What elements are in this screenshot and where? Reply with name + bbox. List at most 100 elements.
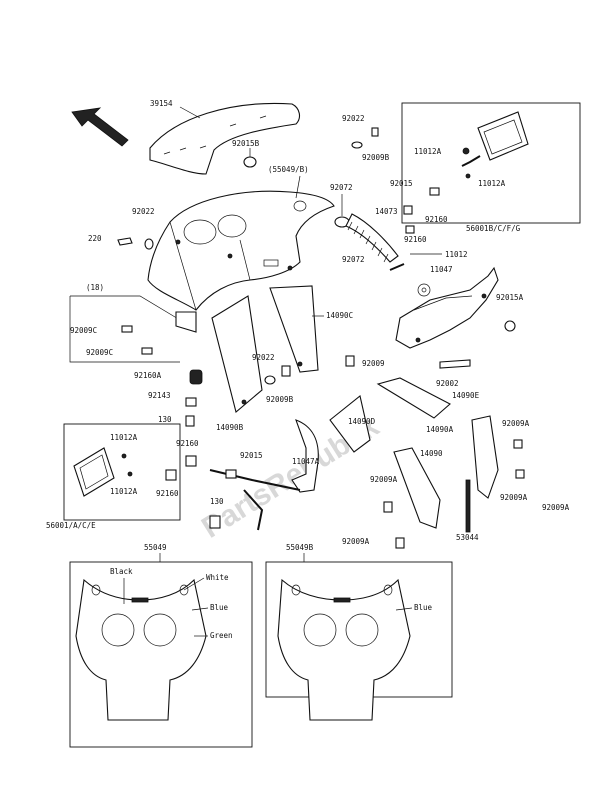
label-92009c-2: 92009C [86, 348, 113, 357]
stay-bracket-11047 [395, 266, 499, 349]
label-92009c-1: 92009C [70, 326, 97, 335]
panel-14090d [329, 395, 371, 453]
upper-cowl [147, 190, 335, 311]
bolt-130-a [185, 415, 195, 427]
duct-hose-14073 [345, 213, 399, 263]
panel-14090a [471, 415, 499, 499]
label-56001-a: 56001/A/C/E [46, 521, 96, 530]
label-92022-left: 92022 [132, 207, 155, 216]
label-92160-a: 92160 [425, 215, 448, 224]
label-18: (18) [86, 283, 104, 292]
label-92009a-3: 92009A [370, 475, 398, 484]
label-14073: 14073 [375, 207, 398, 216]
mirror-56001b [461, 111, 529, 179]
screw-92009a-4 [395, 537, 405, 549]
cowl-55049b [277, 578, 411, 721]
grommet-92015-mid [225, 469, 237, 479]
label-14090c: 14090C [326, 311, 353, 320]
label-92009b-top: 92009B [362, 153, 390, 162]
panel-14090 [393, 447, 441, 529]
bolt-130-b [209, 515, 221, 529]
label-55049b: 55049B [286, 543, 314, 552]
label-92160-d: 92160 [156, 489, 179, 498]
color-label-green: Green [210, 631, 233, 640]
label-53044: 53044 [456, 533, 479, 542]
color-label-white: White [206, 573, 229, 582]
label-14090: 14090 [420, 449, 443, 458]
front-direction-arrow-icon [71, 107, 129, 147]
label-130-a: 130 [158, 415, 172, 424]
label-14090d: 14090D [348, 417, 376, 426]
strip-53044 [465, 479, 471, 533]
label-92015a: 92015A [496, 293, 524, 302]
screw-220 [117, 237, 133, 246]
grommet-92015-top [403, 205, 413, 215]
label-92009a-5: 92009A [542, 503, 570, 512]
washer-92022-left [144, 238, 154, 250]
label-92009b-mid: 92009B [266, 395, 294, 404]
label-11012: 11012 [445, 250, 468, 259]
label-92143: 92143 [148, 391, 171, 400]
panel-14090e [376, 377, 451, 419]
stay-11047a [209, 419, 319, 531]
label-56001b: 56001B/C/F/G [466, 224, 521, 233]
label-220: 220 [88, 234, 102, 243]
washer-92022-mid [264, 375, 276, 385]
grommet-92160-b [405, 225, 415, 234]
panel-14090c [269, 285, 319, 373]
label-92072-mid: 92072 [342, 255, 365, 264]
screw-92009a-2 [515, 469, 525, 479]
windshield-39154 [149, 102, 301, 175]
collar-92143 [185, 397, 197, 407]
label-11047a: 11047A [292, 457, 320, 466]
label-92015-mid: 92015 [240, 451, 263, 460]
label-14090e: 14090E [452, 391, 480, 400]
label-92009a-1: 92009A [502, 419, 530, 428]
screw-92009c-2 [141, 347, 153, 355]
grommet-92160-a [429, 187, 440, 196]
label-92072-top: 92072 [330, 183, 353, 192]
screw-92009b-mid [281, 365, 291, 377]
panel-14090b [211, 295, 263, 413]
grommet-92015a [504, 320, 516, 332]
color-label-blue-right: Blue [414, 603, 433, 612]
label-92009a-2: 92009A [500, 493, 528, 502]
mirror-56001 [73, 447, 133, 497]
screw-92009a-3 [383, 501, 393, 513]
label-11012a-tr: 11012A [414, 147, 442, 156]
grommet-92160-c [185, 455, 197, 467]
bolt-92002 [439, 359, 471, 369]
grommet-92160a [189, 369, 203, 385]
label-11012a-tr2: 11012A [478, 179, 506, 188]
label-92015: 92015 [390, 179, 413, 188]
color-label-black: Black [110, 567, 133, 576]
label-92015b: 92015B [232, 139, 260, 148]
mirror-box-right [401, 102, 581, 224]
screw-92009-mid [345, 355, 355, 367]
grommet-92015b [243, 148, 257, 168]
cowl-55049 [75, 578, 207, 721]
label-11012a-l2: 11012A [110, 487, 138, 496]
mirror-box-left [63, 423, 181, 521]
label-92002: 92002 [436, 379, 459, 388]
label-55049: 55049 [144, 543, 167, 552]
cowl-variant-box-55049 [69, 561, 253, 748]
screw-92009a-1 [513, 439, 523, 449]
screw-92009b-top [371, 127, 379, 137]
label-11012a-l1: 11012A [110, 433, 138, 442]
label-39154: 39154 [150, 99, 173, 108]
band-92072-mid [389, 263, 405, 271]
bracket-small-left [175, 311, 197, 333]
label-55049b-paren: (55049/B) [268, 165, 309, 174]
screw-92009c-1 [121, 325, 133, 333]
grommet-92160-d [165, 469, 177, 481]
label-92160-b: 92160 [404, 235, 427, 244]
label-92160-c: 92160 [176, 439, 199, 448]
color-label-blue-left: Blue [210, 603, 229, 612]
label-92009a-4: 92009A [342, 537, 370, 546]
label-92022-mid: 92022 [252, 353, 275, 362]
label-11047: 11047 [430, 265, 453, 274]
label-130-b: 130 [210, 497, 224, 506]
